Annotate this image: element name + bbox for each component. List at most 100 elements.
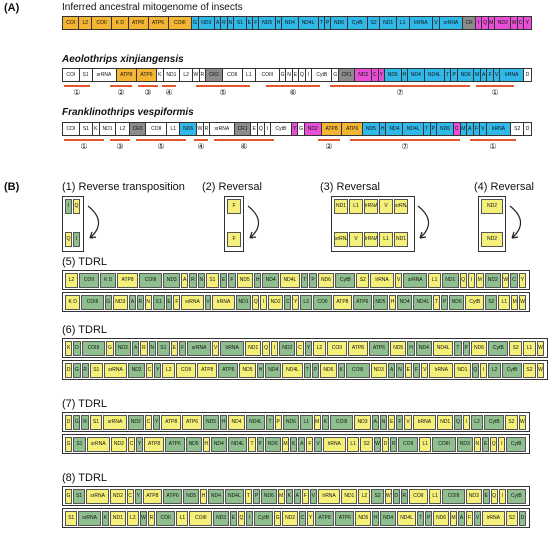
gene-cell: K [290,436,298,452]
gene-cell: ATP8 [142,488,162,504]
gene-cell: srRNA [78,510,101,526]
gene-cell: G [274,510,282,526]
gene-cell: G [106,340,114,356]
gene-cell: W [373,436,382,452]
gene-cell: T [454,340,462,356]
gene-cell: ND3 [213,510,229,526]
gene-cell: S1 [73,436,86,452]
gene-cell: F [178,340,187,356]
gene-cell: ATP8 [314,510,335,526]
gene-cell: V [212,340,220,356]
gene-cell: S2 [505,510,518,526]
gene-cell: L1 [300,414,313,430]
gene-cell: ND4 [415,340,433,356]
gene-cell: ATP6 [352,294,372,310]
block-underline [110,139,130,141]
gene-cell: Q [454,414,462,430]
mech4-title: (4) Reversal [474,181,534,193]
gene-cell: C [510,272,518,288]
gene-segment: G [298,123,305,135]
gene-segment: Q [258,123,265,135]
block-number: ⑥ [240,142,248,151]
gene-cell: ND1 [394,232,408,247]
block-number: ① [80,142,88,151]
block-number: ① [73,88,81,97]
gene-segment: G [332,69,339,81]
gene-cell: ND3 [114,340,132,356]
gene-cell: S2 [371,488,384,504]
ancestral-title: Inferred ancestral mitogenome of insects [62,2,243,13]
gene-segment: R [203,123,211,135]
gene-segment: Y [378,69,385,81]
block-underline [196,85,250,87]
gene-segment: S1 [79,123,93,135]
block-number: ④ [197,142,205,151]
block-number: ③ [144,88,152,97]
block-number: ⑥ [289,88,297,97]
gene-cell: Y [292,294,300,310]
gene-cell: L1 [498,294,511,310]
block-underline [64,85,90,87]
gene-cell: L2 [358,488,371,504]
gene-cell: H [220,414,228,430]
gene-cell: L2 [300,294,313,310]
tdrl8-title: (8) TDRL [62,472,108,484]
gene-cell: K [101,510,109,526]
mech2-box: F F [224,196,244,252]
gene-cell: Q [262,340,270,356]
block-underline [110,85,132,87]
gene-cell: L1 [418,436,432,452]
gene-cell: F [227,199,241,214]
gene-cell: T [248,436,256,452]
gene-cell: R [390,436,398,452]
gene-segment: H [379,123,387,135]
gene-cell: lrRNA [481,510,505,526]
gene-cell: V [421,362,429,378]
gene-segment: ND6 [331,17,348,29]
gene-cell: G [65,488,72,504]
gene-cell: ND3 [456,436,473,452]
gene-cell: H [254,272,262,288]
gene-cell: G [65,436,73,452]
gene-cell: E [404,362,412,378]
gene-segment: P [451,69,458,81]
gene-cell: E [482,488,490,504]
gene-cell: W [519,294,526,310]
gene-segment: K D [112,17,129,29]
gene-segment: ND4L [298,17,319,29]
gene-cell: CytB [506,488,526,504]
gene-cell: L2 [162,362,176,378]
gene-cell: lrRNA [370,272,395,288]
gene-cell: lrRNA [220,340,245,356]
mech3-arrow-icon [417,205,430,239]
block-underline [194,139,208,141]
gene-cell: ND6 [264,436,281,452]
block-underline [318,139,340,141]
block-number: ⑦ [401,142,409,151]
gene-segment: P [324,17,332,29]
gene-cell: F [306,436,314,452]
block-number: ① [491,88,499,97]
gene-cell: E [388,414,396,430]
gene-segment: ND4 [282,17,299,29]
gene-cell: L1 [176,510,189,526]
gene-cell: ND6 [470,340,488,356]
gene-cell: Y [306,510,314,526]
gene-segment: COIII [168,17,193,29]
gene-segment: C [517,17,525,29]
gene-segment: ATP8 [321,123,343,135]
gene-cell: ND1 [245,340,262,356]
gene-segment: ND1 [380,17,397,29]
gene-segment: S1 [79,69,93,81]
gene-cell: lrRNA [317,488,341,504]
gene-cell: C [144,414,153,430]
gene-cell: lrRNA [322,436,346,452]
gene-segment: M [488,17,496,29]
gene-cell: COII [78,272,99,288]
gene-cell: K D [99,272,117,288]
gene-cell: L2 [126,510,139,526]
gene-cell: COIII [81,340,106,356]
